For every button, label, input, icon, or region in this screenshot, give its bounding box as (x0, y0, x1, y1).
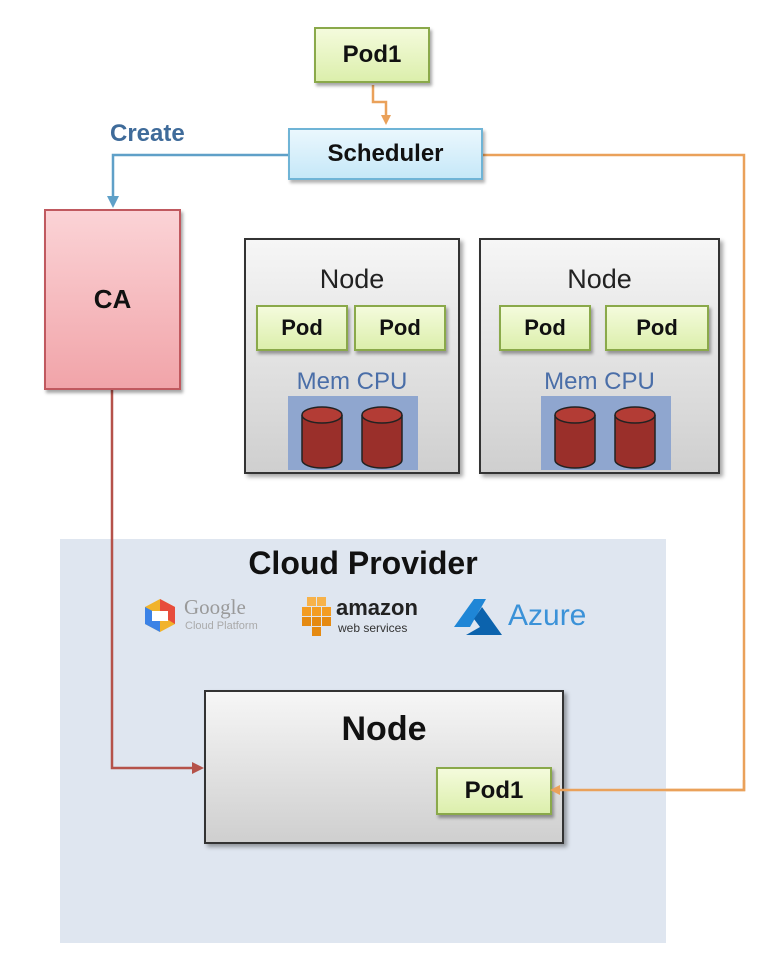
azure-a-icon (454, 599, 502, 635)
google-cloud-logo: Google Cloud Platform (142, 593, 282, 637)
node-2-cpu-cylinder-icon (614, 406, 656, 469)
node-1-memory-cylinder-icon (301, 406, 343, 469)
node-1-resource-panel (288, 396, 418, 470)
node-2-resource-panel (541, 396, 671, 470)
azure-logo-text: Azure (508, 599, 587, 632)
new-node-pod-label: Pod1 (464, 777, 524, 804)
node-2-pod-1: Pod (499, 305, 591, 351)
pending-pod: Pod1 (314, 27, 430, 83)
ca-label: CA (93, 284, 132, 314)
cluster-autoscaler-box: CA (44, 209, 181, 390)
node-1-pod-2: Pod (354, 305, 446, 351)
amazon-web-services-logo: amazon web services (300, 591, 430, 641)
node-1: Node Pod Pod Mem CPU (244, 238, 460, 474)
new-node-pod: Pod1 (436, 767, 552, 815)
node-1-resources-label: Mem CPU (296, 368, 408, 395)
node-2-memory-cylinder-icon (554, 406, 596, 469)
google-cloud-hexagon-icon (145, 599, 175, 632)
google-logo-text: Google (184, 595, 246, 619)
aws-cubes-icon (302, 597, 331, 636)
pod-to-scheduler-arrow (371, 85, 391, 125)
azure-logo: Azure (452, 595, 602, 639)
node-2-pod-2: Pod (605, 305, 709, 351)
create-arrow (107, 153, 288, 208)
aws-logo-subtext: web services (338, 621, 408, 635)
node-1-pod-2-label: Pod (379, 315, 421, 340)
google-logo-subtext: Cloud Platform (185, 620, 258, 632)
node-1-pod-1-label: Pod (281, 315, 323, 340)
node-1-cpu-cylinder-icon (361, 406, 403, 469)
amazon-logo-text: amazon (336, 595, 418, 620)
node-1-title: Node (319, 264, 385, 294)
scheduler-label: Scheduler (327, 140, 444, 167)
node-2-pod-2-label: Pod (636, 315, 678, 340)
node-2-resources-label: Mem CPU (544, 368, 655, 395)
node-1-pod-1: Pod (256, 305, 348, 351)
node-2: Node Pod Pod Mem CPU (479, 238, 720, 474)
node-2-title: Node (567, 264, 632, 294)
scheduler-box: Scheduler (288, 128, 483, 180)
new-node: Node Pod1 (204, 690, 564, 844)
cloud-provider-title: Cloud Provider (248, 545, 478, 581)
new-node-title: Node (341, 710, 427, 748)
create-label: Create (110, 120, 185, 147)
pending-pod-label: Pod1 (342, 41, 402, 68)
node-2-pod-1-label: Pod (524, 315, 566, 340)
